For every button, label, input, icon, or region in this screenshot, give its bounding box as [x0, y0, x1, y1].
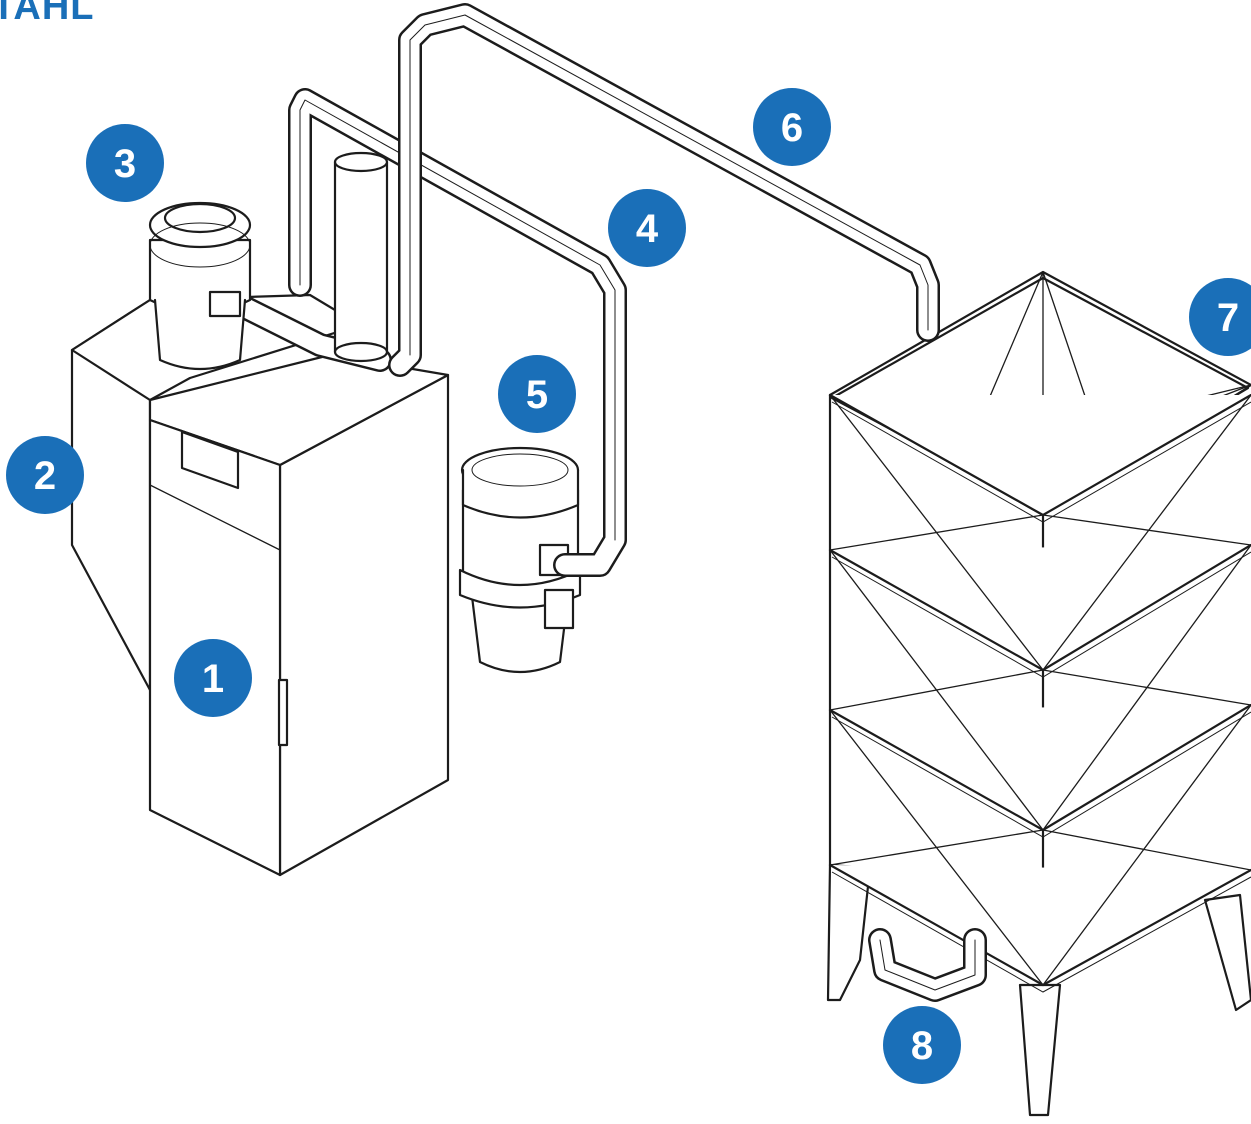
badge-circle [86, 124, 164, 202]
badge-label: 5 [526, 373, 548, 417]
badge-label: 8 [911, 1024, 933, 1068]
badge-circle [498, 355, 576, 433]
badge-label: 2 [34, 454, 56, 498]
storage-silo [826, 270, 1251, 1117]
badge-circle [753, 88, 831, 166]
boiler-door-handle [277, 678, 289, 747]
boiler-display [180, 430, 240, 490]
badge-circle [6, 436, 84, 514]
extraction-unit [868, 928, 987, 1002]
suction-turbine [148, 201, 252, 371]
silo-leg-left [826, 863, 872, 1002]
badge-label: 1 [202, 657, 224, 701]
badge-label: 3 [114, 142, 136, 186]
boiler-top [148, 353, 450, 467]
badge-label: 4 [636, 207, 659, 251]
badge-circle [174, 639, 252, 717]
callout-badge-7: 7 [1189, 278, 1251, 356]
callout-badge-4: 4 [608, 189, 686, 267]
badge-circle [883, 1006, 961, 1084]
brand-logo: TAHL [0, 0, 95, 28]
suction-pipe [388, 3, 940, 377]
flue-pipe [333, 151, 389, 363]
callout-badge-8: 8 [883, 1006, 961, 1084]
badge-circle [608, 189, 686, 267]
boiler-unit [70, 293, 450, 877]
silo-leg-right [1203, 893, 1251, 1012]
callout-badge-6: 6 [753, 88, 831, 166]
callout-badge-5: 5 [498, 355, 576, 433]
callout-badge-1: 1 [174, 639, 252, 717]
badge-label: 7 [1217, 296, 1239, 340]
badge-circle [1189, 278, 1251, 356]
callout-badge-3: 3 [86, 124, 164, 202]
cyclone-separator [458, 446, 582, 674]
callout-badge-2: 2 [6, 436, 84, 514]
silo-leg-front [1018, 983, 1062, 1117]
badge-label: 6 [781, 106, 803, 150]
